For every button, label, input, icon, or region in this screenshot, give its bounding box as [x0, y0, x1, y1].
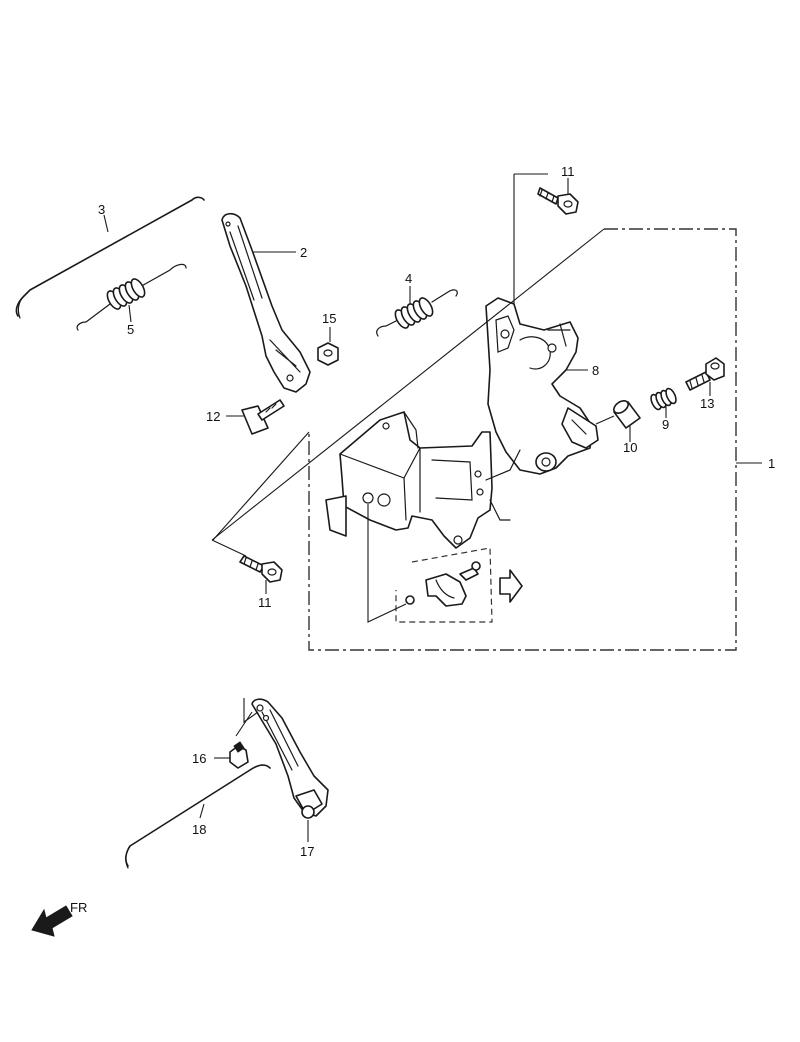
part-11-bolt-bottom — [211, 228, 605, 594]
callout-17: 17 — [300, 844, 314, 859]
part-12-pin — [226, 399, 285, 435]
part-3-rod — [15, 196, 205, 319]
assembly-boundary — [308, 228, 762, 651]
callout-4: 4 — [405, 271, 412, 286]
callout-18: 18 — [192, 822, 206, 837]
callout-9: 9 — [662, 417, 669, 432]
callout-13: 13 — [700, 396, 714, 411]
outline-arrow-icon — [499, 569, 523, 603]
callout-11-top: 11 — [561, 164, 575, 179]
sub-assembly-inset — [367, 504, 523, 623]
callout-2: 2 — [300, 245, 307, 260]
direction-label: FR — [70, 900, 87, 915]
callout-labels: 1 2 3 4 5 8 9 10 11 11 12 13 15 16 17 18… — [70, 164, 775, 915]
part-4-spring — [376, 286, 458, 337]
callout-3: 3 — [98, 202, 105, 217]
front-arrow-icon — [31, 905, 73, 937]
callout-12: 12 — [206, 409, 220, 424]
part-11-bolt-top — [513, 173, 579, 310]
part-18-rod — [125, 764, 271, 869]
part-17-lower-lever — [235, 698, 329, 842]
callout-16: 16 — [192, 751, 206, 766]
part-5-spring — [76, 263, 187, 331]
part-16-clip — [214, 741, 249, 769]
control-bracket — [325, 297, 599, 549]
part-15-nut — [317, 327, 339, 366]
callout-10: 10 — [623, 440, 637, 455]
callout-1: 1 — [768, 456, 775, 471]
callout-8: 8 — [592, 363, 599, 378]
callout-5: 5 — [127, 322, 134, 337]
part-10-collar — [595, 400, 641, 442]
part-2-lever — [221, 212, 311, 393]
callout-11-bottom: 11 — [258, 595, 272, 610]
part-9-spring — [650, 387, 677, 418]
part-13-screw — [685, 357, 725, 396]
callout-15: 15 — [322, 311, 336, 326]
